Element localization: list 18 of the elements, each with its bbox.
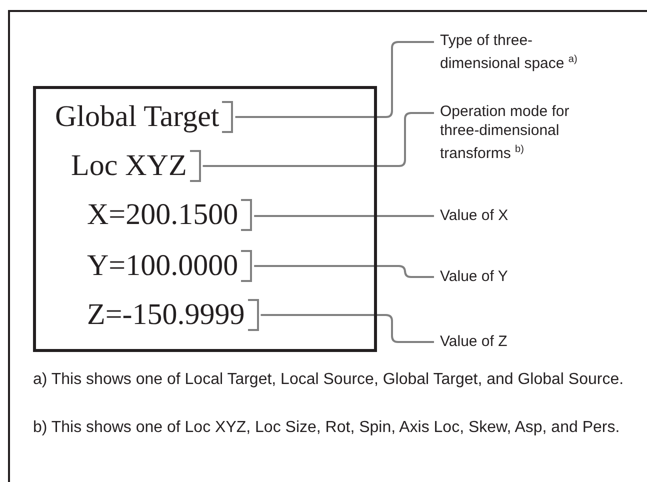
callout-text: Value of Y [440,267,610,286]
leader-line [260,314,434,343]
display-value: X=200.1500 [87,198,238,231]
leader-line [254,265,434,278]
callout-text: Value of Z [440,332,610,351]
leader-line [202,112,434,167]
footnote: b) This shows one of Loc XYZ, Loc Size, Rot, Spin, Axis Loc, Skew, Asp, and Pers. [33,418,621,438]
display-value: Loc XYZ [71,149,187,182]
footnote: a) This shows one of Local Target, Local Source, Global Target, and Global Source. [33,370,625,390]
display-value: Z=-150.9999 [87,298,245,331]
leader-line [254,215,434,217]
callout-text: Type of three-dimensional space $^{a)}$ [440,31,590,73]
display-panel [33,86,377,352]
leader-line [235,41,434,118]
callout-text: Operation mode for three-dimensional transforms $^{b)}$ [440,102,610,163]
display-value: Y=100.0000 [87,249,238,282]
display-value: Global Target [55,100,220,133]
callout-text: Value of X [440,206,610,225]
